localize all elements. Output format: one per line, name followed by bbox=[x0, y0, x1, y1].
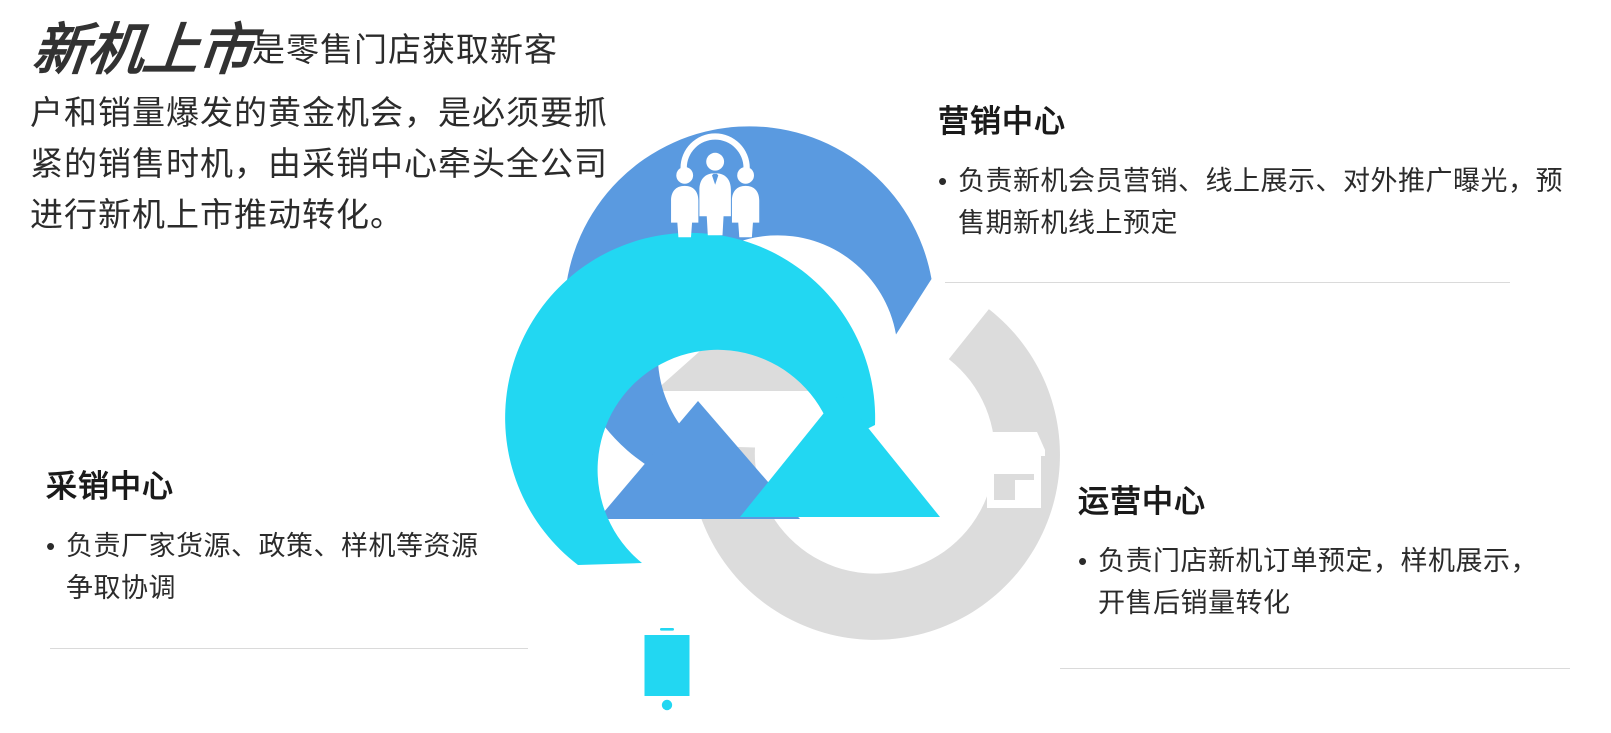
arc-marketing-arrowhead bbox=[598, 401, 800, 519]
bullet-line: 开售后销量转化 bbox=[1098, 587, 1291, 618]
bullet-line: 负责厂家货源、政策、样机等资源 bbox=[66, 531, 479, 562]
smartphone-icon bbox=[639, 622, 695, 714]
intro-line: 进行新机上市推动转化。 bbox=[30, 195, 404, 233]
arc-purchasing-band bbox=[505, 232, 876, 565]
bullet-purchasing: • 负责厂家货源、政策、样机等资源 争取协调 bbox=[46, 526, 566, 610]
arc-marketing bbox=[564, 126, 932, 519]
storefront-icon bbox=[983, 432, 1045, 508]
bullet-marketing: • 负责新机会员营销、线上展示、对外推广曝光，预 售期新机线上预定 bbox=[938, 161, 1563, 245]
section-marketing: 营销中心 • 负责新机会员营销、线上展示、对外推广曝光，预 售期新机线上预定 bbox=[938, 104, 1563, 245]
section-title-purchasing: 采销中心 bbox=[46, 469, 174, 504]
arc-purchasing bbox=[505, 232, 940, 565]
divider-purchasing bbox=[50, 648, 528, 649]
section-purchasing: 采销中心 • 负责厂家货源、政策、样机等资源 争取协调 bbox=[46, 469, 566, 610]
bullet-marker-icon: • bbox=[46, 531, 56, 562]
bullet-text-purchasing: 负责厂家货源、政策、样机等资源 争取协调 bbox=[66, 526, 479, 610]
arc-purchasing-arrowhead bbox=[740, 393, 940, 517]
intro-paragraph: 户和销量爆发的黄金机会，是必须要抓 紧的销售时机，由采销中心牵头全公司 进行新机… bbox=[30, 88, 630, 240]
divider-marketing bbox=[945, 282, 1510, 283]
bullet-operations: • 负责门店新机订单预定，样机展示， 开售后销量转化 bbox=[1078, 541, 1598, 625]
page-title-suffix: 是零售门店获取新客 bbox=[252, 31, 558, 68]
arc-operations-band bbox=[689, 309, 1060, 640]
intro-first-line: 新机上市是零售门店获取新客 bbox=[29, 18, 630, 81]
bullet-line: 负责门店新机订单预定，样机展示， bbox=[1098, 546, 1538, 577]
bullet-line: 争取协调 bbox=[66, 572, 176, 603]
bullet-line: 负责新机会员营销、线上展示、对外推广曝光，预 bbox=[958, 166, 1563, 197]
cycle-diagram bbox=[485, 125, 1105, 720]
arc-marketing-band bbox=[564, 126, 932, 494]
section-title-marketing: 营销中心 bbox=[938, 104, 1066, 139]
bullet-line: 售期新机线上预定 bbox=[958, 207, 1178, 238]
bullet-text-marketing: 负责新机会员营销、线上展示、对外推广曝光，预 售期新机线上预定 bbox=[958, 161, 1563, 245]
bullet-marker-icon: • bbox=[1078, 546, 1088, 577]
intro-line: 户和销量爆发的黄金机会，是必须要抓 bbox=[30, 94, 608, 131]
bullet-marker-icon: • bbox=[938, 166, 948, 197]
intro-block: 新机上市是零售门店获取新客 户和销量爆发的黄金机会，是必须要抓 紧的销售时机，由… bbox=[29, 18, 630, 240]
bullet-text-operations: 负责门店新机订单预定，样机展示， 开售后销量转化 bbox=[1098, 541, 1538, 625]
page-title: 新机上市 bbox=[29, 18, 257, 81]
section-title-operations: 运营中心 bbox=[1078, 484, 1206, 519]
intro-line: 紧的销售时机，由采销中心牵头全公司 bbox=[30, 144, 608, 182]
section-operations: 运营中心 • 负责门店新机订单预定，样机展示， 开售后销量转化 bbox=[1078, 484, 1598, 625]
people-group-icon bbox=[671, 133, 760, 238]
divider-operations bbox=[1060, 668, 1570, 669]
